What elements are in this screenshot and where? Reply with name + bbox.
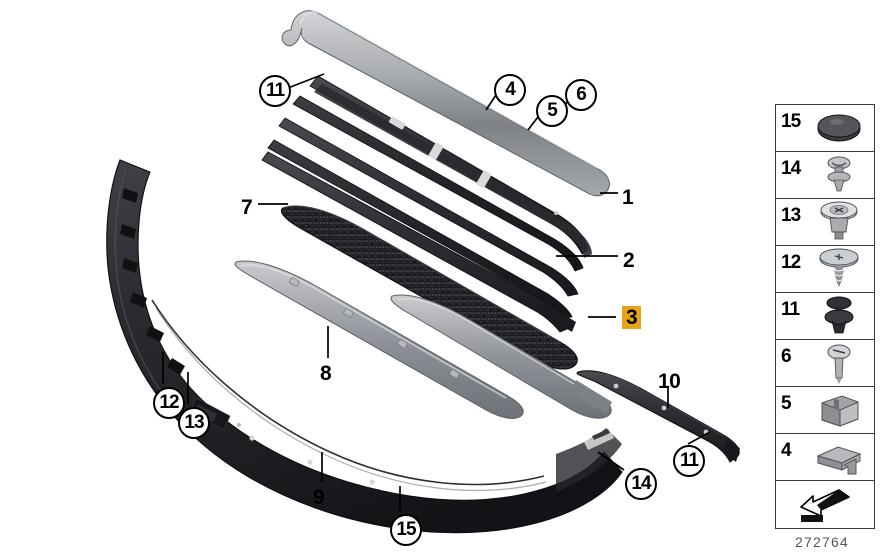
legend-cell-12[interactable]: 12	[776, 246, 874, 293]
legend-number: 14	[781, 158, 801, 179]
callout-10[interactable]: 10	[658, 370, 681, 393]
part-mesh-grille-insert	[280, 205, 578, 370]
legend-cell-14[interactable]: 14	[776, 152, 874, 199]
legend-number: 13	[781, 205, 801, 226]
direction-arrow-icon	[793, 481, 855, 528]
legend-cell-13[interactable]: 13	[776, 199, 874, 246]
legend-number: 5	[781, 393, 792, 414]
legend-number: 12	[781, 252, 801, 273]
callout-13[interactable]: 13	[178, 407, 210, 439]
expanding-rivet-icon	[808, 293, 870, 339]
callout-3-selected[interactable]: 3	[622, 306, 642, 329]
part-side-support-bracket	[576, 370, 740, 463]
legend-cell-arrow[interactable]	[776, 481, 874, 528]
round-cap-plug-icon	[808, 105, 870, 151]
phillips-rivet-icon	[808, 199, 870, 245]
callout-12[interactable]: 12	[153, 387, 185, 419]
part-front-bumper-cover	[106, 159, 623, 534]
pan-head-screw-icon	[808, 340, 870, 386]
callout-6[interactable]: 6	[565, 79, 597, 111]
part-chrome-trim-strip	[234, 260, 524, 419]
callout-2[interactable]: 2	[623, 249, 635, 272]
part-grille-lower-frame	[261, 151, 576, 333]
legend-number: 15	[781, 111, 801, 132]
legend-number: 4	[781, 440, 792, 461]
legend-cell-15[interactable]: 15	[776, 105, 874, 152]
fastener-legend-panel: 15 14 13 12	[775, 104, 875, 529]
callout-4[interactable]: 4	[494, 74, 526, 106]
callout-9[interactable]: 9	[313, 486, 325, 509]
legend-cell-5[interactable]: 5	[776, 387, 874, 434]
leader-lines	[162, 73, 711, 511]
self-tapping-screw-icon	[808, 246, 870, 292]
diagram-number: 272764	[795, 534, 849, 550]
square-clip-icon	[808, 387, 870, 433]
legend-cell-11[interactable]: 11	[776, 293, 874, 340]
callout-11[interactable]: 11	[673, 445, 705, 477]
callout-14[interactable]: 14	[625, 468, 657, 500]
part-louver-grille-panel	[267, 75, 592, 319]
legend-cell-6[interactable]: 6	[776, 340, 874, 387]
callout-7[interactable]: 7	[241, 196, 253, 219]
channel-clip-icon	[808, 434, 870, 480]
legend-number: 11	[781, 299, 800, 320]
callout-5[interactable]: 5	[536, 95, 568, 127]
callout-15[interactable]: 15	[390, 514, 422, 546]
legend-number: 6	[781, 346, 792, 367]
callout-8[interactable]: 8	[320, 362, 332, 385]
stud-fastener-icon	[808, 152, 870, 198]
callout-1[interactable]: 1	[622, 186, 634, 209]
part-lower-trim-molding	[390, 294, 612, 419]
part-upper-trim-bar	[281, 10, 610, 197]
callout-11[interactable]: 11	[259, 75, 291, 107]
legend-cell-4[interactable]: 4	[776, 434, 874, 481]
